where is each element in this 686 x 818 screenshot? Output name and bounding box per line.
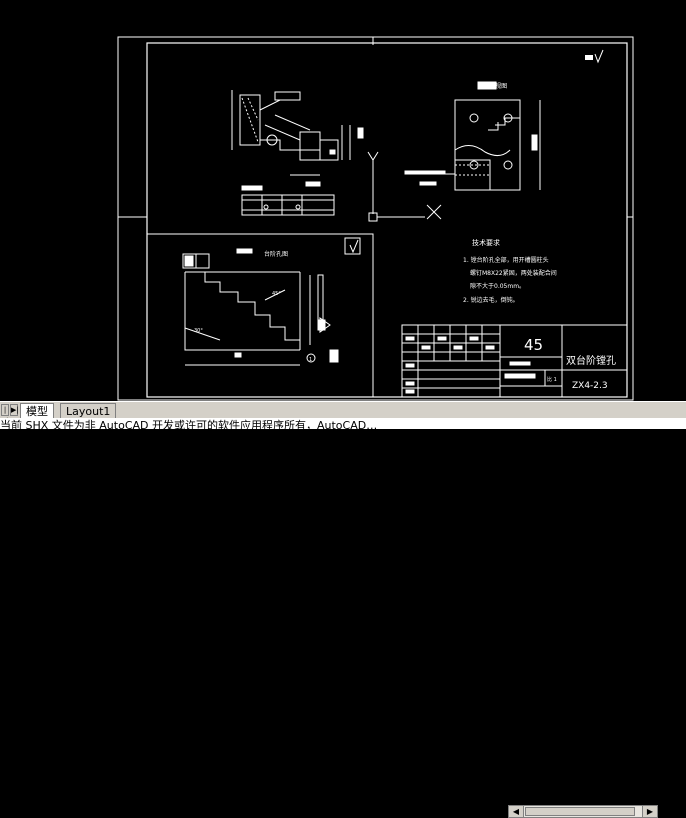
scrollbar-thumb[interactable]: [525, 807, 635, 816]
technical-notes: 技术要求 1. 镗台阶孔全部，用开槽圆柱头 螺钉M8X22紧固，两处装配合间 隙…: [463, 238, 557, 304]
callout-number: 1: [309, 357, 312, 363]
title-block: [401, 324, 628, 398]
tab-layout1[interactable]: Layout1: [60, 403, 117, 419]
scroll-right-icon[interactable]: ▶: [642, 806, 657, 817]
command-line[interactable]: 当前 SHX 文件为非 AutoCAD 开发或许可的软件应用程序所有，AutoC…: [0, 418, 686, 429]
notes-line-3: 隙不大于0.05mm。: [470, 282, 525, 290]
notes-line-2: 螺钉M8X22紧固，两处装配合间: [470, 269, 557, 277]
view-label-detail: 台阶孔图: [264, 250, 288, 258]
ucs-icon: [367, 151, 442, 222]
side-view: [404, 81, 541, 191]
view-label-side: A向视图: [485, 82, 507, 90]
notes-line-1: 1. 镗台阶孔全部，用开槽圆柱头: [463, 256, 549, 264]
title-scale-number: 45: [524, 336, 543, 354]
notes-heading: 技术要求: [472, 238, 500, 247]
roughness-mark: [585, 49, 604, 64]
tab-nav-next-icon[interactable]: ▶|: [10, 404, 19, 416]
notes-line-4: 2. 锐边去毛，倒钝。: [463, 296, 519, 304]
tab-nav-first-icon[interactable]: |◀: [1, 404, 9, 424]
title-drawing-number: ZX4-2.3: [572, 381, 608, 391]
main-view: [231, 90, 364, 176]
angle-label-1: 45°: [272, 291, 281, 297]
section-view: [241, 181, 335, 216]
layout-tab-bar: |◀ ▶| 模型 Layout1 ◀ ▶: [0, 401, 686, 818]
horizontal-scrollbar[interactable]: ◀ ▶: [508, 805, 658, 818]
tab-model[interactable]: 模型: [20, 403, 54, 419]
scroll-left-icon[interactable]: ◀: [509, 806, 524, 817]
angle-label-2: 30°: [194, 328, 203, 334]
cad-drawing: 技术要求 1. 镗台阶孔全部，用开槽圆柱头 螺钉M8X22紧固，两处装配合间 隙…: [117, 36, 634, 401]
drawing-canvas[interactable]: 技术要求 1. 镗台阶孔全部，用开槽圆柱头 螺钉M8X22紧固，两处装配合间 隙…: [0, 0, 686, 401]
title-part-name: 双台阶镗孔: [566, 354, 616, 367]
title-small-label: 比 1: [547, 376, 557, 383]
staircase-view: [182, 237, 361, 366]
